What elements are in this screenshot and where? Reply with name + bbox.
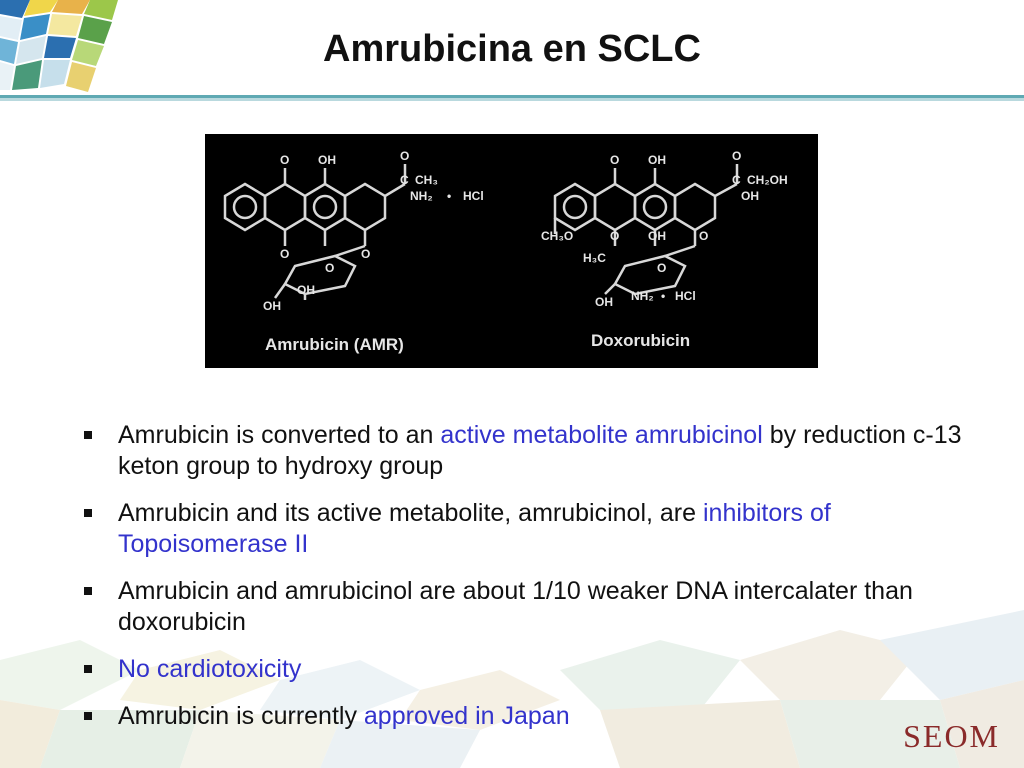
amr-label-oh2: OH (263, 299, 281, 313)
dox-label-dot: • (661, 289, 665, 303)
bullet-highlight: inhibitors of Topoisomerase II (118, 499, 831, 558)
dox-label-ch2oh: CH₂OH (747, 173, 788, 187)
bullet-item: No cardiotoxicity (78, 654, 968, 685)
dox-label-hcl: HCl (675, 289, 696, 303)
dox-label-ch3o: CH₃O (541, 229, 573, 243)
amr-label-o4: O (361, 247, 370, 261)
dox-label-oh3: OH (648, 229, 666, 243)
mosaic-logo (0, 0, 118, 92)
bullet-list: Amrubicin is converted to an active meta… (78, 420, 968, 748)
dox-label-oh4: OH (595, 295, 613, 309)
molecule-figure: O OH O C CH₃ NH₂ • HCl O O OH OH O O OH … (205, 134, 818, 368)
header-divider (0, 95, 1024, 98)
bullet-highlight: approved in Japan (363, 702, 570, 730)
amr-label-dot: • (447, 189, 451, 203)
bullet-text: Amrubicin and its active metabolite, amr… (118, 499, 703, 527)
dox-label-c: C (732, 173, 741, 187)
dox-label-o4: O (699, 229, 708, 243)
dox-label-o5: O (657, 261, 666, 275)
bullet-highlight: No cardiotoxicity (118, 655, 302, 683)
dox-label-h3c: H₃C (583, 251, 606, 265)
dox-label-nh2: NH₂ (631, 289, 654, 303)
bullet-square-icon (84, 712, 92, 720)
amr-label-oh1: OH (318, 153, 336, 167)
bullet-text: Amrubicin and amrubicinol are about 1/10… (118, 577, 913, 636)
bullet-item: Amrubicin is converted to an active meta… (78, 420, 968, 482)
doxorubicin-caption: Doxorubicin (591, 331, 690, 350)
dox-label-oh2: OH (741, 189, 759, 203)
dox-label-oh1: OH (648, 153, 666, 167)
bullet-text: by reduction c-13 keton group to hydroxy… (118, 421, 962, 480)
dox-label-o2: O (732, 149, 741, 163)
dox-label-o3: O (610, 229, 619, 243)
bullet-text: Amrubicin is currently (118, 702, 364, 730)
amr-label-hcl: HCl (463, 189, 484, 203)
amrubicin-caption: Amrubicin (AMR) (265, 335, 404, 354)
amr-label-oh3: OH (297, 283, 315, 297)
bullet-text: Amrubicin is converted to an (118, 421, 441, 449)
bullet-square-icon (84, 665, 92, 673)
bullet-square-icon (84, 509, 92, 517)
doxorubicin-structure (553, 164, 739, 296)
bullet-item: Amrubicin is currently approved in Japan (78, 701, 968, 732)
bullet-square-icon (84, 587, 92, 595)
amrubicin-structure (223, 164, 407, 300)
bullet-item: Amrubicin and its active metabolite, amr… (78, 498, 968, 560)
dox-label-o1: O (610, 153, 619, 167)
bullet-square-icon (84, 431, 92, 439)
amr-label-c: C (400, 173, 409, 187)
slide-title: Amrubicina en SCLC (323, 28, 701, 70)
amr-label-o5: O (325, 261, 334, 275)
footer-mosaic (0, 610, 1024, 768)
amr-label-o1: O (280, 153, 289, 167)
amr-label-o3: O (280, 247, 289, 261)
amr-label-nh2: NH₂ (410, 189, 433, 203)
seom-logo: SEOM (903, 718, 1000, 754)
bullet-highlight: active metabolite amrubicinol (440, 421, 763, 449)
bullet-item: Amrubicin and amrubicinol are about 1/10… (78, 576, 968, 638)
amr-label-ch3: CH₃ (415, 173, 438, 187)
amr-label-o2: O (400, 149, 409, 163)
header-divider-shadow (0, 98, 1024, 101)
